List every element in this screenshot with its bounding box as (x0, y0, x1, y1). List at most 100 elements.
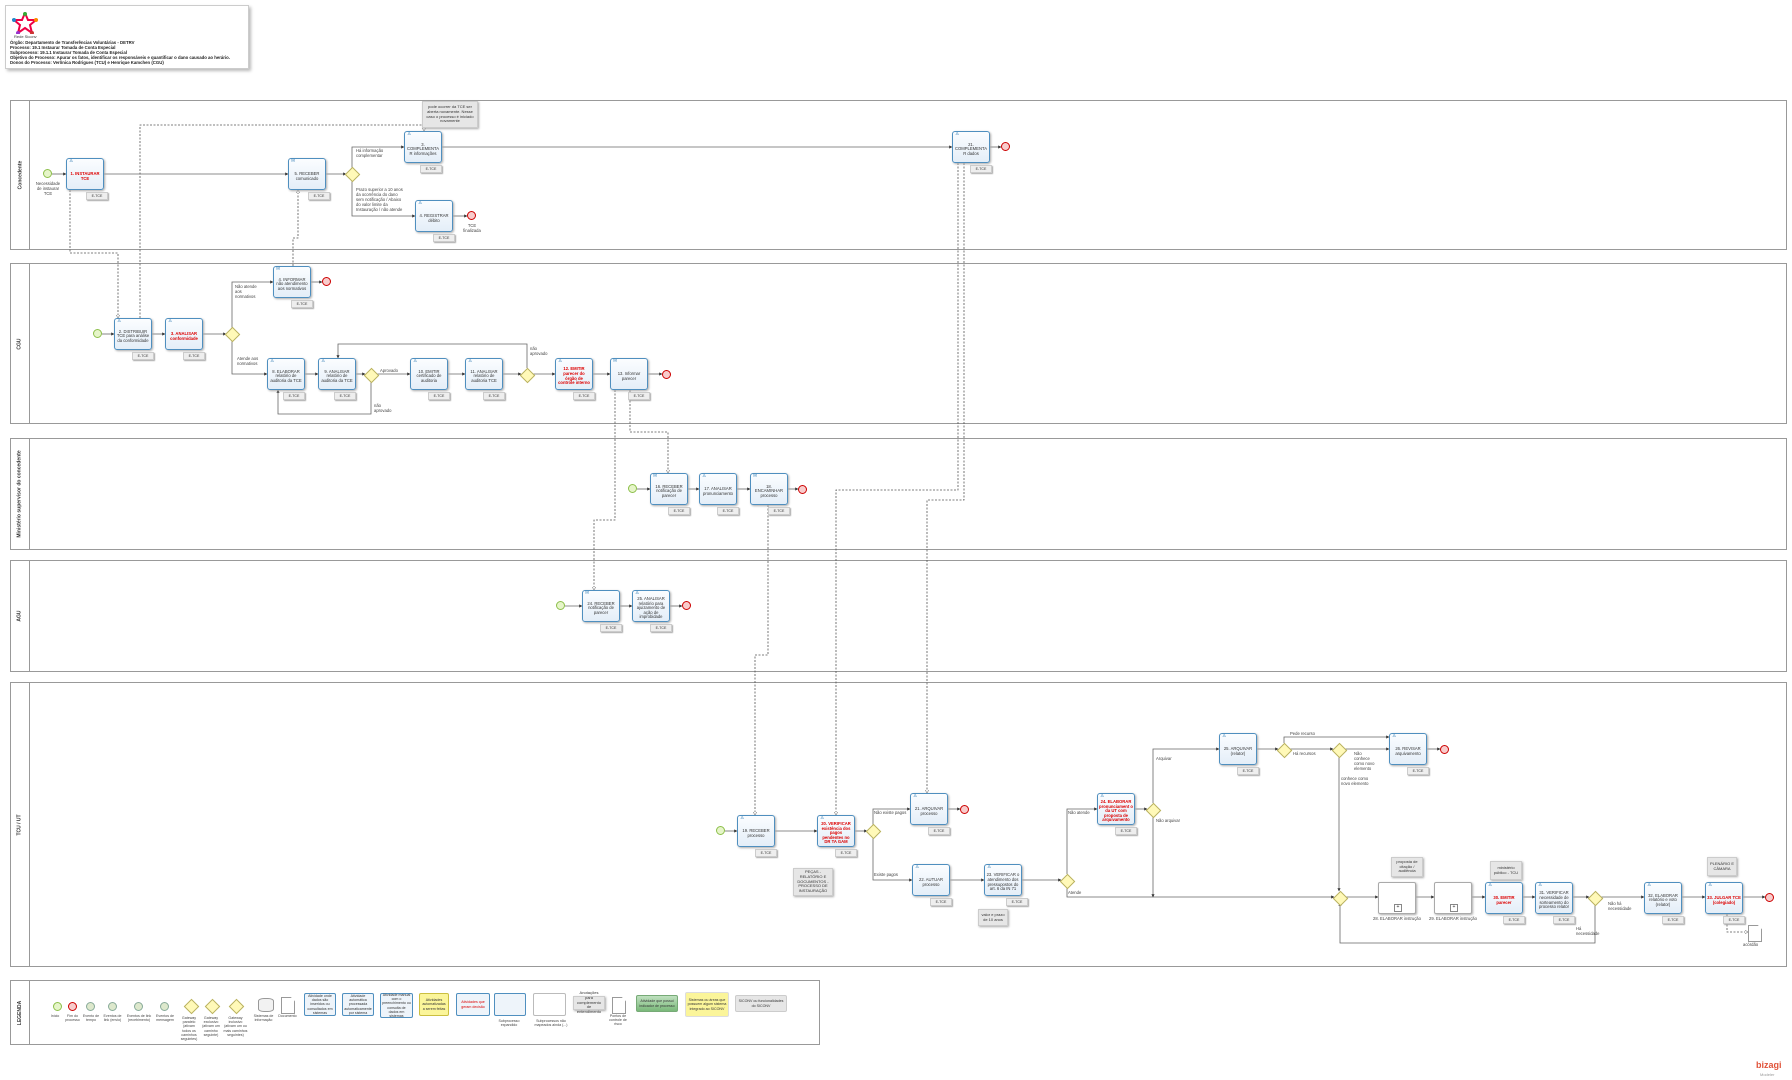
system-tag: E-TCE (1237, 767, 1259, 775)
message-flow (69, 190, 118, 318)
user-task-icon: ♙ (740, 815, 745, 821)
task-analisar-ajuizamento[interactable]: ♙25. ANALISAR relatório para ajuizamento… (632, 590, 670, 622)
legend-label: Subprocesso expandido (498, 1019, 520, 1028)
flow-label: não aprovado (374, 403, 392, 413)
legend-document-icon (281, 997, 295, 1014)
user-task-icon: ♙ (635, 590, 640, 596)
task-receber-notificacao-parecer[interactable]: ✉16. RECEBER notificação de parecer (650, 473, 688, 505)
start-event (93, 329, 102, 338)
legend-indicator-task: Atividade que possui indicador de proces… (636, 995, 678, 1012)
message-flow (927, 163, 965, 793)
task-arquivar-processo[interactable]: ♙21. ARQUIVAR processo (910, 793, 948, 825)
user-task-icon: ♙ (955, 131, 960, 137)
system-tag: E-TCE (1115, 827, 1137, 835)
user-task-icon: ♙ (418, 200, 423, 206)
user-task-icon: ♙ (117, 318, 122, 324)
process-info: Órgão: Departamento de Transferências Vo… (10, 40, 230, 65)
message-flow (755, 505, 769, 815)
task-verificar-pagos[interactable]: ♙20. VERIFICAR existência dos pagos pend… (817, 815, 855, 847)
system-tag: E-TCE (334, 392, 356, 400)
sequence-flow (336, 343, 528, 368)
task-emitir-certificado[interactable]: ♙10. EMITIR certificado de auditoria (410, 358, 448, 390)
task-verificar-sorteamento[interactable]: ♙31. VERIFICAR necessidade de sorteament… (1535, 882, 1573, 914)
flow-label: Não atende aos normativos (235, 284, 257, 299)
legend-label: Gateway exclusivo (ativam um caminho seg… (202, 1016, 220, 1037)
legend-annotation: Anotações para complemento de entendimen… (573, 990, 605, 1014)
task-encaminhar-processo[interactable]: ✉18. ENCAMINHAR processo (750, 473, 788, 505)
system-tag: E-TCE (928, 827, 950, 835)
task-verificar-pressupostos[interactable]: ♙23. VERIFICAR o atendimento dos pressup… (984, 864, 1022, 896)
task-arquivar-relator[interactable]: ♙25. ARQUIVAR (relator) (1219, 733, 1257, 765)
task-analisar-pronunciamento[interactable]: ♙17. ANALISAR pronunciamento (699, 473, 737, 505)
rede-siconv-logo (12, 12, 38, 34)
legend-link-receive-icon (134, 1002, 143, 1011)
annotation: ministério público - TCU (1490, 861, 1522, 880)
task-complementar-informacoes[interactable]: ♙3. COMPLEMENTA R informações (404, 131, 442, 163)
task-emitir-parecer-controle-interno[interactable]: ♙12. EMITIR parecer do órgão de controle… (555, 358, 593, 390)
sequence-flow (872, 837, 913, 882)
task-analisar-relatorio-auditoria[interactable]: ♙9. ANALISAR relatório de auditoria da T… (318, 358, 356, 390)
flow-label: Arquivar (1156, 756, 1172, 761)
message-flow (629, 390, 668, 473)
system-tag: E-TCE (1662, 916, 1684, 924)
task-elaborar-relatorio-auditoria[interactable]: ♙8. ELABORAR relatório de auditoria da T… (267, 358, 305, 390)
task-instaurar-tce[interactable]: ♙1. INSTAURAR TCE (66, 158, 104, 190)
end-event-label: TCE finalizada (463, 223, 481, 233)
bizagi-sub: Modeler (1760, 1072, 1775, 1077)
task-elaborar-relatorio-voto[interactable]: ♙32. ELABORAR relatório e voto (relator) (1644, 882, 1682, 914)
message-flow (836, 163, 959, 815)
task-informar-parecer[interactable]: ✉13. Informar parecer (610, 358, 648, 390)
subprocess-elaborar-instrucao[interactable]: + (1378, 882, 1416, 914)
flow-label: Não existe pagos (874, 810, 907, 815)
task-receber-notificacao-agu[interactable]: ✉24. RECEBER notificação de parecer (582, 590, 620, 622)
system-tag: E-TCE (628, 392, 650, 400)
end-event (960, 805, 969, 814)
flow-label: Não atende (1068, 810, 1090, 815)
user-task-icon: ♙ (1488, 882, 1493, 888)
task-receber-comunicado[interactable]: ✉5. RECEBER comunicado (288, 158, 326, 190)
sequence-flow (1152, 747, 1220, 803)
task-analisar-conformidade[interactable]: ♙3. ANALISAR conformidade (165, 318, 203, 350)
task-informar-nao-atendimento[interactable]: ✉4. INFORMAR não atendimento aos normati… (273, 266, 311, 298)
end-event (1001, 142, 1010, 151)
task-complementar-dados[interactable]: ♙21. COMPLEMENTA R dados (952, 131, 990, 163)
user-task-icon: ♙ (468, 358, 473, 364)
legend-link-send-icon (108, 1002, 117, 1011)
message-task-icon: ✉ (276, 266, 281, 272)
task-receber-processo[interactable]: ♙19. RECEBER processo (737, 815, 775, 847)
legend-label: Eventos de link (recebimento) (126, 1014, 152, 1023)
system-tag: E-TCE (1553, 916, 1575, 924)
info-subprocesso: Subprocesso: 19.1.1 Instaurar Tomada de … (10, 50, 127, 55)
task-distribuir-tce[interactable]: ♙2. DISTRIBUIR TCE para análise da confo… (114, 318, 152, 350)
task-autuar-processo[interactable]: ♙22. AUTUAR processo (912, 864, 950, 896)
sequence-flow (231, 280, 274, 328)
task-emitir-parecer-mp[interactable]: ♙30. EMITIR parecer (1485, 882, 1523, 914)
system-tag: E-TCE (835, 849, 857, 857)
legend-label: Eventos de mensagem (156, 1014, 174, 1023)
system-tag: E-TCE (1407, 767, 1429, 775)
user-task-icon: ♙ (1538, 882, 1543, 888)
legend-unmapped-subprocess-box (533, 993, 566, 1016)
subprocess-elaborar-instrucao-2[interactable]: + (1434, 882, 1472, 914)
legend-message-icon (160, 1002, 169, 1011)
user-task-icon: ♙ (413, 358, 418, 364)
end-event (1765, 893, 1774, 902)
legend-automatic-task: Atividade automática processada automati… (342, 993, 374, 1016)
system-tag: E-TCE (420, 165, 442, 173)
task-julgar-tce[interactable]: ♙33. JULGAR TCE (colegiado) (1705, 882, 1743, 914)
system-tag: E-TCE (428, 392, 450, 400)
flow-label: conhece como novo elemento (1341, 776, 1369, 786)
task-revisar-arquivamento[interactable]: ♙26. REVISAR arquivamento (1389, 733, 1427, 765)
system-tag: E-TCE (291, 300, 313, 308)
lane-tcu: TCU / UT (10, 682, 1787, 967)
task-elaborar-pronunciamento[interactable]: ♙24. ELABORAR pronunciament o da UT com … (1097, 793, 1135, 825)
sequence-flow (276, 380, 372, 415)
user-task-icon: ♙ (1392, 733, 1397, 739)
task-analisar-relatorio-tce[interactable]: ♙11. ANALISAR relatório de auditoria TCE (465, 358, 503, 390)
task-registrar-debito[interactable]: ♙4. REGISTRAR débito (415, 200, 453, 232)
system-tag: E-TCE (1723, 916, 1745, 924)
sequence-flows (52, 145, 1766, 944)
flow-label: Atende (1068, 890, 1082, 895)
sequence-flow (351, 180, 416, 218)
user-task-icon: ♙ (270, 358, 275, 364)
